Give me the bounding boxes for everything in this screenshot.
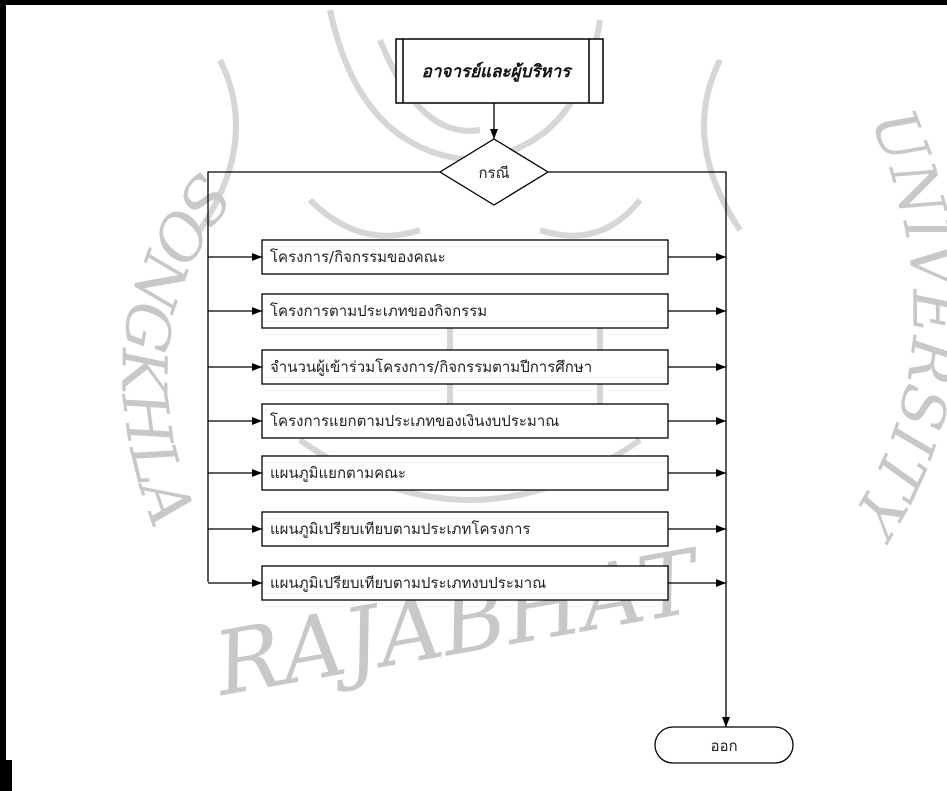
option-row: จำนวนผู้เข้าร่วมโครงการ/กิจกรรมตามปีการศ…	[208, 349, 726, 385]
right-branch-line	[548, 171, 730, 727]
option-row: โครงการ/กิจกรรมของคณะ	[208, 239, 726, 275]
option-label: จำนวนผู้เข้าร่วมโครงการ/กิจกรรมตามปีการศ…	[270, 358, 592, 376]
frame-left-border	[0, 0, 6, 791]
option-row: แผนภูมิเปรียบเทียบตามประเภทงบประมาณ	[208, 565, 726, 601]
option-label: แผนภูมิเปรียบเทียบตามประเภทงบประมาณ	[270, 574, 546, 592]
option-box	[261, 455, 669, 491]
option-row: แผนภูมิเปรียบเทียบตามประเภทโครงการ	[208, 511, 726, 547]
frame-left-border-bottom	[0, 760, 12, 791]
option-label: แผนภูมิแยกตามคณะ	[270, 464, 406, 482]
decision-label: กรณี	[478, 164, 509, 182]
option-box	[261, 511, 669, 547]
option-box	[261, 403, 669, 439]
decision-diamond: กรณี	[438, 138, 550, 206]
frame-top-border	[0, 0, 947, 5]
option-label: แผนภูมิเปรียบเทียบตามประเภทโครงการ	[270, 520, 530, 538]
option-box	[261, 349, 669, 385]
option-label: โครงการตามประเภทของกิจกรรม	[270, 302, 487, 320]
exit-label: ออก	[710, 737, 737, 755]
start-label: อาจารย์และผู้บริหาร	[422, 61, 573, 82]
option-box	[261, 565, 669, 601]
left-branch-line	[207, 171, 440, 582]
option-box	[261, 293, 669, 329]
option-label: โครงการ/กิจกรรมของคณะ	[270, 248, 446, 266]
start-process-box: อาจารย์และผู้บริหาร	[395, 38, 604, 104]
option-label: โครงการแยกตามประเภทของเงินงบประมาณ	[270, 412, 559, 430]
option-box	[261, 239, 669, 275]
option-row: แผนภูมิแยกตามคณะ	[208, 455, 726, 491]
option-row: โครงการตามประเภทของกิจกรรม	[208, 293, 726, 329]
exit-terminator: ออก	[654, 726, 794, 764]
option-list: โครงการ/กิจกรรมของคณะโครงการตามประเภทของ…	[208, 239, 726, 601]
option-row: โครงการแยกตามประเภทของเงินงบประมาณ	[208, 403, 726, 439]
